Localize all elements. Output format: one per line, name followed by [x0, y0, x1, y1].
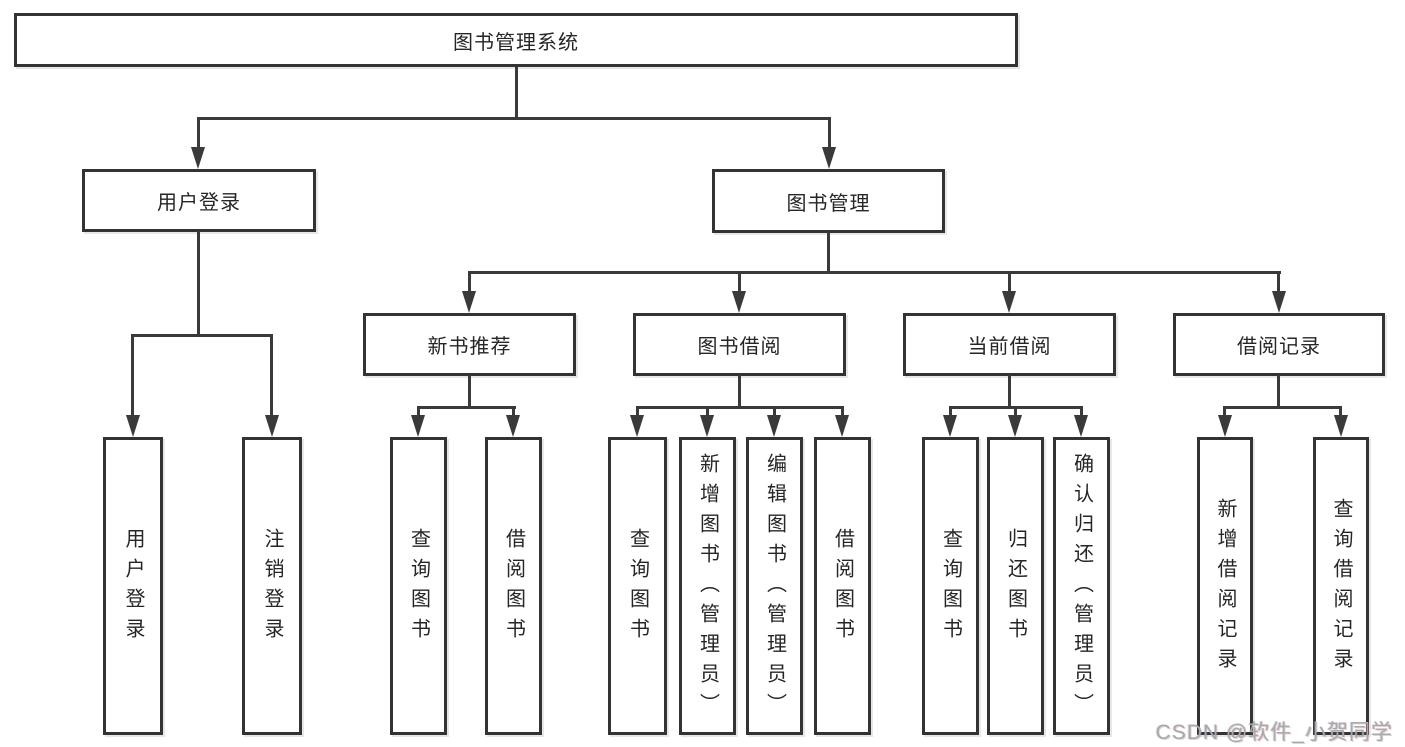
- node-root-label: 图书管理系统: [453, 31, 579, 54]
- leaf-label: 查询图书: [626, 528, 649, 648]
- leaf-logout: 注销登录: [242, 437, 302, 735]
- connector-line: [468, 271, 471, 291]
- leaf-label: 注销登录: [261, 528, 283, 648]
- arrow-down-icon: [822, 147, 836, 169]
- leaf-label: 查询图书: [407, 528, 430, 648]
- connector-line: [1277, 375, 1280, 409]
- leaf-edit-book-admin: 编辑图书（管理员）: [746, 437, 803, 735]
- connector-line: [738, 375, 741, 409]
- arrow-down-icon: [411, 415, 425, 437]
- leaf-label: 用户登录: [122, 528, 144, 648]
- leaf-add-book-admin: 新增图书（管理员）: [679, 437, 736, 735]
- connector-line: [636, 406, 639, 417]
- node-borrow-record-label: 借阅记录: [1237, 336, 1321, 358]
- leaf-label: 确认归还（管理员）: [1070, 453, 1093, 723]
- connector-line: [949, 406, 952, 417]
- connector-line: [636, 406, 844, 409]
- connector-line: [841, 406, 844, 417]
- leaf-query-books-1: 查询图书: [390, 437, 447, 735]
- connector-line: [131, 334, 273, 337]
- arrow-down-icon: [265, 415, 279, 437]
- arrow-down-icon: [700, 415, 714, 437]
- connector-line: [1223, 406, 1342, 409]
- connector-line: [1339, 406, 1342, 417]
- arrow-down-icon: [1272, 291, 1286, 313]
- connector-line: [197, 231, 200, 337]
- arrow-down-icon: [767, 415, 781, 437]
- connector-line: [131, 334, 134, 417]
- arrow-down-icon: [732, 291, 746, 313]
- node-current-borrow-label: 当前借阅: [967, 336, 1052, 358]
- arrow-down-icon: [1334, 415, 1348, 437]
- leaf-borrow-books-1: 借阅图书: [485, 437, 542, 735]
- leaf-label: 查询借阅记录: [1330, 498, 1352, 678]
- connector-line: [1014, 406, 1017, 417]
- connector-line: [738, 271, 741, 291]
- arrow-down-icon: [506, 415, 520, 437]
- leaf-label: 新增借阅记录: [1214, 498, 1236, 678]
- leaf-borrow-books-2: 借阅图书: [814, 437, 871, 735]
- node-new-book-rec: 新书推荐: [363, 313, 576, 376]
- connector-line: [468, 375, 471, 409]
- arrow-down-icon: [630, 415, 644, 437]
- connector-line: [773, 406, 776, 417]
- arrow-down-icon: [835, 415, 849, 437]
- leaf-user-login: 用户登录: [103, 437, 163, 735]
- arrow-down-icon: [1002, 291, 1016, 313]
- connector-line: [1277, 271, 1280, 291]
- connector-line: [468, 271, 1281, 274]
- watermark: CSDN @软件_小贺同学: [1155, 721, 1393, 744]
- connector-line: [706, 406, 709, 417]
- connector-line: [197, 117, 200, 149]
- arrow-down-icon: [191, 147, 205, 169]
- connector-line: [417, 406, 516, 409]
- node-borrow-record: 借阅记录: [1173, 313, 1385, 376]
- leaf-label: 新增图书（管理员）: [696, 453, 719, 723]
- node-root: 图书管理系统: [14, 13, 1018, 67]
- arrow-down-icon: [943, 415, 957, 437]
- connector-line: [1008, 375, 1011, 409]
- connector-line: [512, 406, 515, 417]
- connector-line: [515, 67, 518, 119]
- connector-line: [1008, 271, 1011, 291]
- leaf-label: 查询图书: [939, 528, 962, 648]
- leaf-query-borrow-record: 查询借阅记录: [1313, 437, 1369, 735]
- leaf-label: 借阅图书: [831, 528, 854, 648]
- leaf-label: 编辑图书（管理员）: [763, 453, 786, 723]
- node-new-book-rec-label: 新书推荐: [427, 336, 512, 358]
- leaf-add-borrow-record: 新增借阅记录: [1197, 437, 1253, 735]
- arrow-down-icon: [1074, 415, 1088, 437]
- leaf-confirm-return-admin: 确认归还（管理员）: [1053, 437, 1110, 735]
- node-book-mgmt: 图书管理: [712, 169, 945, 233]
- node-current-borrow: 当前借阅: [903, 313, 1116, 376]
- node-user-login: 用户登录: [82, 169, 316, 232]
- connector-line: [828, 117, 831, 149]
- arrow-down-icon: [462, 291, 476, 313]
- node-book-borrow: 图书借阅: [633, 313, 846, 376]
- connector-line: [1223, 406, 1226, 417]
- connector-line: [827, 232, 830, 274]
- leaf-label: 借阅图书: [502, 528, 525, 648]
- node-book-mgmt-label: 图书管理: [786, 192, 871, 215]
- node-user-login-label: 用户登录: [157, 192, 241, 214]
- connector-line: [417, 406, 420, 417]
- arrow-down-icon: [1008, 415, 1022, 437]
- leaf-label: 归还图书: [1004, 528, 1027, 648]
- node-book-borrow-label: 图书借阅: [697, 336, 782, 358]
- leaf-query-books-2: 查询图书: [608, 437, 667, 735]
- leaf-query-books-3: 查询图书: [922, 437, 979, 735]
- connector-line: [197, 117, 831, 120]
- connector-line: [270, 334, 273, 417]
- leaf-return-book: 归还图书: [987, 437, 1044, 735]
- arrow-down-icon: [1218, 415, 1232, 437]
- arrow-down-icon: [126, 415, 140, 437]
- connector-line: [1080, 406, 1083, 417]
